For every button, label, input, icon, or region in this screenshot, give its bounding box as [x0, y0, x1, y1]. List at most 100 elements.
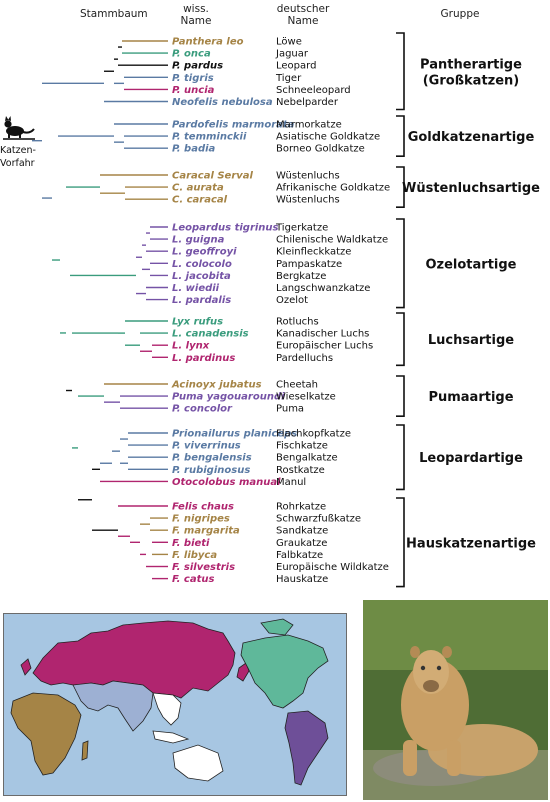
species-german-name: Pampaskatze — [276, 259, 342, 270]
map-australia — [172, 744, 224, 782]
species-german-name: Leopard — [276, 61, 316, 72]
species-sci-name: C. caracal — [172, 195, 228, 206]
header-group: Gruppe — [441, 8, 480, 20]
map-southeast-asia — [152, 692, 182, 726]
species-sci-name: L. guigna — [172, 235, 225, 246]
species-sci-name: C. aurata — [172, 183, 224, 194]
species-sci-name: P. viverrinus — [172, 441, 241, 452]
root-label-line2: Vorfahr — [0, 158, 35, 169]
species-sci-name: L. canadensis — [172, 329, 249, 340]
species-sci-name: Caracal Serval — [172, 171, 254, 182]
map-africa — [10, 692, 82, 776]
species-german-name: Tigerkatze — [275, 223, 328, 234]
map-britain — [20, 658, 32, 676]
tree-branches — [32, 40, 168, 580]
species-sci-name: L. jacobita — [172, 271, 231, 282]
species-german-name: Langschwanzkatze — [276, 283, 370, 294]
species-german-name: Europäische Wildkatze — [276, 562, 389, 573]
species-sci-name: F. silvestris — [172, 562, 235, 573]
species-german-name: Afrikanische Goldkatze — [276, 183, 390, 194]
root-label-line1: Katzen- — [0, 145, 36, 156]
group-name: Ozelotartige — [425, 257, 516, 272]
species-sci-name: P. onca — [172, 49, 211, 60]
species-german-name: Cheetah — [276, 380, 318, 391]
species-german-name: Asiatische Goldkatze — [276, 132, 380, 143]
species-sci-name: Lyx rufus — [172, 317, 223, 328]
species-sci-name: Felis chaus — [172, 502, 234, 513]
species-german-name: Kanadischer Luchs — [276, 329, 369, 340]
species-german-name: Löwe — [276, 37, 302, 48]
species-german-name: Wieselkatze — [276, 392, 336, 403]
header-tree: Stammbaum — [80, 8, 148, 20]
species-sci-name: Acinoyx jubatus — [171, 380, 262, 391]
species-sci-name: L. pardalis — [172, 295, 231, 306]
species-german-name: Hauskatze — [276, 574, 328, 585]
species-german-name: Pardelluchs — [276, 353, 333, 364]
species-sci-name: F. nigripes — [172, 514, 230, 525]
species-german-name: Chilenische Waldkatze — [276, 235, 388, 246]
species-sci-name: P. uncia — [172, 85, 215, 96]
species-sci-name: L. geoffroyi — [172, 247, 237, 258]
species-german-name: Nebelparder — [276, 97, 339, 108]
species-sci-name: Panthera leo — [172, 37, 244, 48]
header-german-name: deutscher — [277, 3, 330, 15]
species-german-name: Europäischer Luchs — [276, 341, 373, 352]
group-name: (Großkatzen) — [423, 73, 520, 88]
species-sci-name: L. colocolo — [172, 259, 232, 270]
species-sci-name: P. concolor — [172, 404, 233, 415]
group-name: Wüstenluchsartige — [402, 181, 540, 196]
species-german-name: Rohrkatze — [276, 502, 326, 513]
species-sci-name: P. tigris — [172, 73, 214, 84]
species-german-name: Rostkatze — [276, 465, 325, 476]
world-distribution-map — [3, 613, 347, 796]
species-sci-name: Prionailurus planiceps — [172, 429, 297, 440]
map-greenland — [260, 618, 294, 636]
species-sci-name: P. rubiginosus — [172, 465, 250, 476]
species-sci-name: P. pardus — [172, 61, 223, 72]
species-german-name: Rotluchs — [276, 317, 319, 328]
phylogenetic-tree: Stammbaum wiss. Name deutscher Name Grup… — [0, 3, 540, 588]
species-sci-name: Leopardus tigrinus — [172, 223, 279, 234]
group-name: Pantherartige — [420, 57, 522, 72]
header-german-name-2: Name — [288, 15, 319, 27]
species-sci-name: F. libyca — [172, 550, 217, 561]
group-bracket — [396, 115, 405, 157]
group-bracket — [396, 312, 405, 367]
species-sci-name: L. wiedii — [172, 283, 220, 294]
species-german-name: Flachkopfkatze — [276, 429, 351, 440]
species-german-name: Ozelot — [276, 295, 308, 306]
species-sci-name: P. bengalensis — [172, 453, 252, 464]
species-german-name: Jaguar — [275, 49, 309, 60]
species-german-name: Puma — [276, 404, 304, 415]
species-sci-name: L. lynx — [172, 341, 210, 352]
group-name: Luchsartige — [428, 333, 514, 348]
map-indonesia — [152, 730, 190, 744]
group-name: Pumaartige — [428, 390, 513, 405]
species-german-name: Manul — [276, 477, 306, 488]
species-german-name: Tiger — [275, 73, 302, 84]
group-name: Leopardartige — [419, 451, 523, 466]
group-name: Goldkatzenartige — [408, 130, 535, 145]
species-german-name: Schneeleopard — [276, 85, 351, 96]
species-german-name: Schwarzfußkatze — [276, 514, 361, 525]
group-name: Hauskatzenartige — [406, 536, 536, 551]
species-german-name: Wüstenluchs — [276, 171, 340, 182]
species-german-name: Fischkatze — [276, 441, 328, 452]
map-madagascar — [81, 740, 89, 761]
group-bracket — [396, 32, 405, 111]
species-german-name: Borneo Goldkatze — [276, 144, 365, 155]
species-sci-name: Puma yagouaroundi — [172, 392, 285, 403]
species-sci-name: Otocolobus manual — [172, 477, 281, 488]
species-german-name: Sandkatze — [276, 526, 328, 537]
species-sci-name: F. margarita — [172, 526, 240, 537]
species-sci-name: L. pardinus — [172, 353, 235, 364]
map-japan — [236, 662, 250, 682]
species-german-name: Marmorkatze — [276, 120, 342, 131]
map-north-america — [240, 634, 329, 709]
species-german-name: Falbkatze — [276, 550, 323, 561]
species-sci-name: F. catus — [172, 574, 214, 585]
species-sci-name: P. temminckii — [172, 132, 247, 143]
header-sci-name-2: Name — [181, 15, 212, 27]
species-german-name: Wüstenluchs — [276, 195, 340, 206]
